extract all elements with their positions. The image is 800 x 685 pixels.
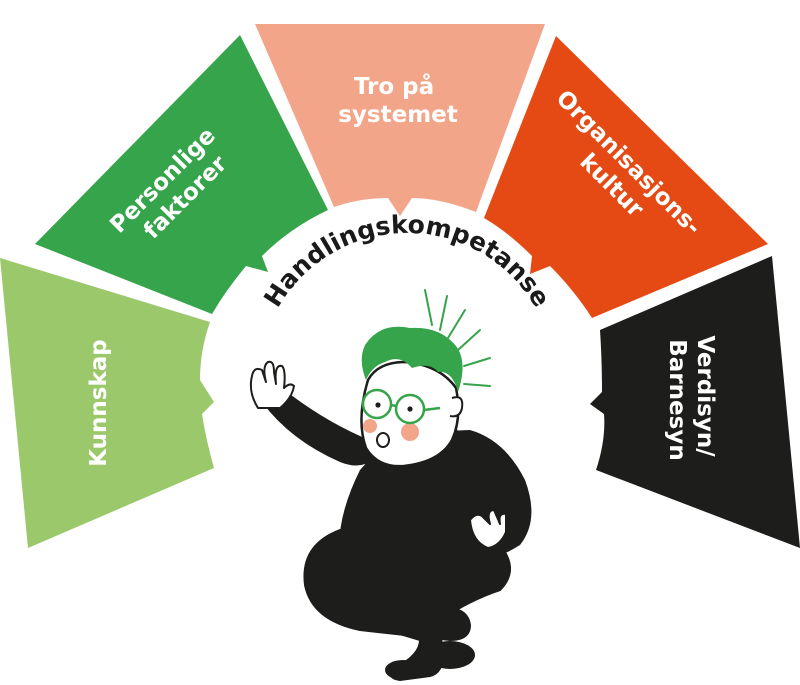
cheek-left <box>363 419 377 433</box>
segment-personlige-faktorer-shape <box>35 35 328 314</box>
segment-verdisyn-barnesyn-shape <box>590 256 800 548</box>
segment-kunnskap: Kunnskap <box>0 258 214 548</box>
head <box>360 326 464 468</box>
glasses-icon <box>361 388 441 425</box>
segment-kunnskap-label: Kunnskap <box>86 339 112 467</box>
raised-hand-icon <box>249 360 295 409</box>
raised-arm <box>262 388 375 466</box>
segment-verdisyn-barnesyn-label: Verdisyn/ Barnesyn <box>664 335 718 464</box>
segment-tro-pa-systemet: Tro på systemet <box>255 24 545 216</box>
idea-burst-icon <box>424 289 491 387</box>
resting-hand-icon <box>469 509 507 549</box>
thinking-person-icon <box>249 289 532 682</box>
segment-tro-pa-systemet-label: Tro på systemet <box>338 73 458 128</box>
face <box>360 360 460 468</box>
cheek-right <box>401 423 419 441</box>
hair <box>361 326 463 392</box>
segment-tro-pa-systemet-shape <box>255 24 545 216</box>
segment-organisasjonskultur: Organisasjons- kultur <box>484 36 768 318</box>
segment-verdisyn-barnesyn: Verdisyn/ Barnesyn <box>590 256 800 548</box>
segment-kunnskap-shape <box>0 258 214 548</box>
segment-organisasjonskultur-shape <box>484 36 768 318</box>
